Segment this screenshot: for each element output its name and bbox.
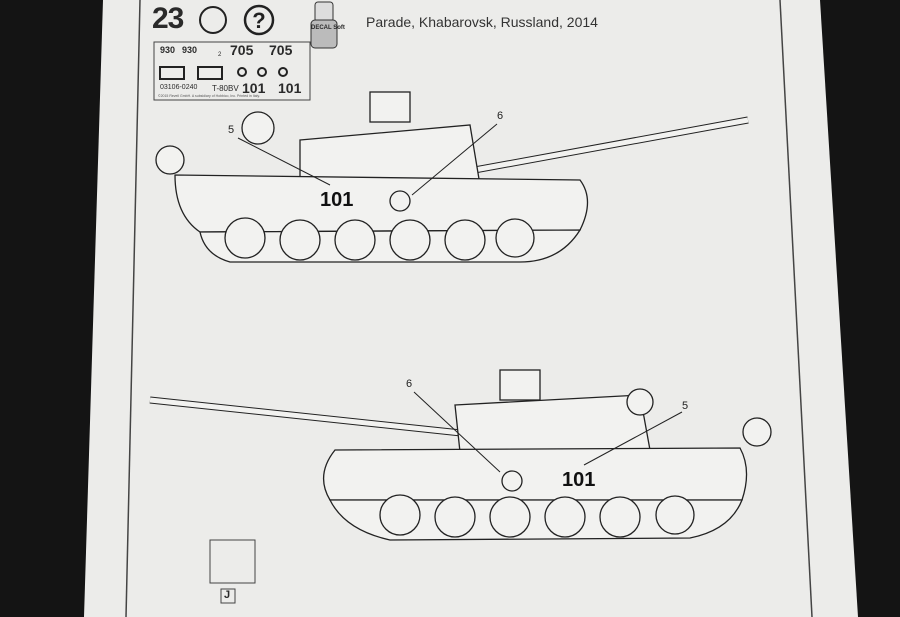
- decal-930-b: 930: [182, 45, 198, 55]
- footer-mark-box: [220, 588, 236, 604]
- placeholder-box: [209, 539, 256, 584]
- decal-101-a: 101: [242, 80, 266, 96]
- svg-text:?: ?: [252, 8, 265, 33]
- part-code: 03106-0240: [160, 84, 198, 91]
- tank-number-left: 101: [320, 189, 354, 211]
- tank-side-view-right: [149, 369, 772, 541]
- model-name: T-80BV: [212, 84, 239, 93]
- copyright: ©2015 Revell GmbH. A subsidiary of Hobbi…: [158, 94, 260, 98]
- question-icon: [243, 4, 275, 36]
- page-border-right: [779, 0, 813, 617]
- bottle-label: DECAL Soft: [311, 25, 345, 31]
- tank-side-view-left: [155, 91, 749, 263]
- callout-6-right: 6: [406, 378, 413, 390]
- emblem-icon: [501, 470, 523, 492]
- decal-table: [153, 41, 311, 101]
- decal-2: 2: [218, 52, 222, 58]
- decal-705-b: 705: [269, 42, 293, 58]
- tank-number-right: 101: [562, 469, 596, 491]
- emblem-icon: [389, 190, 411, 212]
- step-number: 23: [152, 2, 184, 35]
- decal-705-a: 705: [230, 42, 254, 58]
- callout-5-left: 5: [228, 124, 235, 136]
- decal-930-a: 930: [160, 45, 176, 55]
- decal-101-b: 101: [278, 80, 302, 96]
- callout-5-right: 5: [682, 400, 689, 412]
- decal-flags: [159, 66, 288, 80]
- decal-water-icon: [199, 6, 227, 34]
- page-border-left: [125, 0, 141, 617]
- caption: Parade, Khabarovsk, Russland, 2014: [366, 14, 598, 30]
- decal-soft-bottle-icon: [310, 1, 338, 49]
- footer-mark: J: [224, 589, 231, 601]
- callout-6-left: 6: [497, 110, 504, 122]
